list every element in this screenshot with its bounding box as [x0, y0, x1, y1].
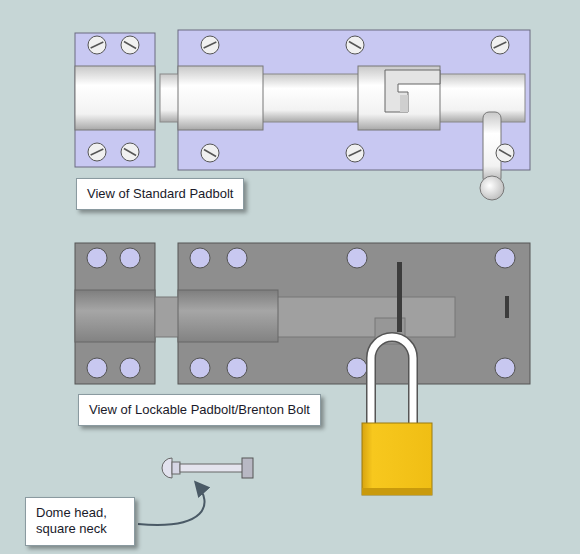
- standard-padbolt: [75, 30, 530, 200]
- caption-text: Dome head, square neck: [36, 505, 124, 538]
- leader-arrow: [138, 483, 205, 525]
- carriage-bolt: [162, 458, 253, 478]
- caption-box: Dome head, square neck: [25, 497, 135, 546]
- caption-box: View of Lockable Padbolt/Brenton Bolt: [78, 394, 321, 426]
- caption-text: View of Lockable Padbolt/Brenton Bolt: [89, 402, 310, 418]
- caption-box: View of Standard Padbolt: [76, 178, 244, 210]
- caption-text: View of Standard Padbolt: [87, 186, 233, 202]
- padlock: [362, 337, 432, 495]
- slotted-screws: [88, 36, 514, 162]
- round-screws: [87, 248, 515, 378]
- lockable-padbolt: [75, 243, 530, 384]
